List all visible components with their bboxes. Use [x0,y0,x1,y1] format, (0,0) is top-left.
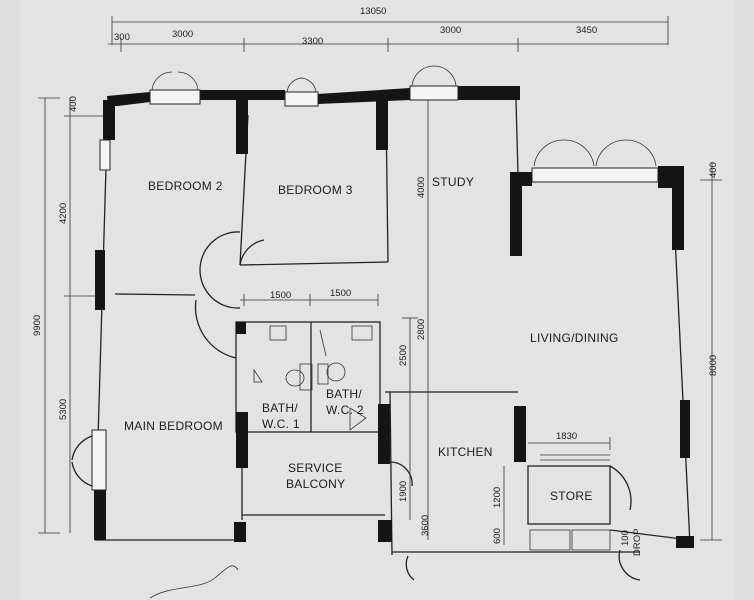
bath-fixtures [253,325,611,551]
dim-right-8000: 8000 [708,355,719,376]
dim-bath-1500-b: 1500 [330,288,351,299]
dim-2500: 2500 [398,345,409,366]
room-label-bath2-line2: W.C. 2 [326,403,364,417]
dim-study-4000: 4000 [416,177,427,198]
thick-walls [94,86,694,548]
dim-top-3000-a: 3000 [172,29,193,40]
room-label-service-line1: SERVICE [288,461,343,475]
thin-walls [94,99,691,556]
dim-1900: 1900 [398,481,409,502]
room-label-bath2-line1: BATH/ [326,387,362,401]
dim-right-400: 400 [708,162,719,178]
room-label-bedroom3: BEDROOM 3 [278,183,353,197]
dim-600: 600 [492,528,503,544]
room-label-kitchen: KITCHEN [438,445,493,459]
door-swings [71,65,657,581]
dim-store-1830: 1830 [556,431,577,442]
room-label-store: STORE [550,489,593,503]
dim-2800: 2800 [416,319,427,340]
pen-mark [149,565,239,599]
dim-left-9900: 9900 [32,315,43,336]
dim-1200: 1200 [492,487,503,508]
room-label-main-bedroom: MAIN BEDROOM [124,419,223,433]
dimension-lines [38,16,722,545]
dim-left-400: 400 [68,96,79,112]
room-label-bath1-line1: BATH/ [262,401,298,415]
dim-overall-width: 13050 [360,6,386,17]
room-label-bath1-line2: W.C. 1 [262,417,300,431]
room-label-study: STUDY [432,175,474,189]
dim-top-3450: 3450 [576,25,597,36]
drop-label-100: 100 [620,530,631,546]
dim-top-3300: 3300 [302,36,323,47]
drop-label-drop: DROP [632,529,643,556]
room-label-living-dining: LIVING/DINING [530,331,619,345]
dim-top-300: 300 [114,32,130,43]
windows [91,85,659,491]
dim-left-4200: 4200 [58,203,69,224]
room-label-service-line2: BALCONY [286,477,345,491]
dim-left-5300: 5300 [58,399,69,420]
dim-bath-1500-a: 1500 [270,290,291,301]
dim-3600: 3600 [420,515,431,536]
dim-top-3000-b: 3000 [440,25,461,36]
room-label-bedroom2: BEDROOM 2 [148,179,223,193]
